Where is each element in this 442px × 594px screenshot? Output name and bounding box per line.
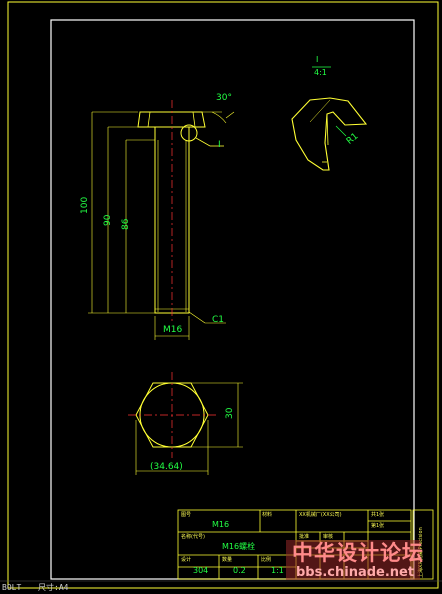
tb-part-no[interactable]: M16 (212, 520, 230, 529)
tb-material[interactable]: 304 (193, 566, 209, 575)
dimension-lines (88, 111, 226, 340)
tb-approve-label: 批准 (299, 534, 310, 540)
tb-sheet-label: 共1张 (371, 512, 385, 518)
tb-page-label: 第1张 (371, 523, 385, 529)
watermark-url: bbs.chinade.net (296, 565, 415, 580)
tb-check-label: 审核 (323, 534, 334, 540)
tb-name-label: 名称(代号) (181, 534, 205, 540)
across-flats-label: 30 (225, 407, 235, 419)
tb-scale-label: 比例 (261, 557, 272, 563)
across-corners-label: (34.64) (150, 462, 183, 472)
callout-label: I (218, 140, 221, 150)
status-sheet-size: 尺寸:A4 (38, 583, 69, 592)
tb-scale[interactable]: 1:1 (271, 566, 284, 575)
dim-length-total: 100 (80, 196, 90, 214)
angle-label: 30° (216, 93, 232, 103)
drawing-frame (50, 19, 415, 580)
tb-name[interactable]: M16螺栓 (222, 542, 256, 551)
watermark-text: 中华设计论坛 (292, 541, 424, 565)
dim-length-86: 86 (121, 218, 131, 230)
watermark (286, 540, 420, 580)
bolt-front-view[interactable] (137, 100, 235, 322)
detail-circle[interactable] (180, 124, 198, 142)
chamfer-label: C1 (212, 315, 225, 325)
tb-company-label: XX机械厂(XX公司) (299, 512, 342, 518)
tb-part-no-label: 图号 (181, 512, 192, 518)
dim-length-90: 90 (103, 214, 113, 226)
status-model-name: BOLT (2, 583, 22, 592)
tb-qty-label: 数量 (222, 557, 233, 563)
detail-scale: 4:1 (314, 68, 327, 77)
tb-designer-label: 设计 (181, 557, 192, 563)
detail-view[interactable] (291, 66, 368, 171)
detail-label: I (316, 55, 319, 64)
thread-label: M16 (163, 325, 183, 335)
tb-material-label: 材料 (262, 512, 273, 518)
sheet-border (7, 1, 439, 589)
tb-qty[interactable]: 0.2 (233, 566, 246, 575)
hex-top-view[interactable] (128, 372, 243, 475)
